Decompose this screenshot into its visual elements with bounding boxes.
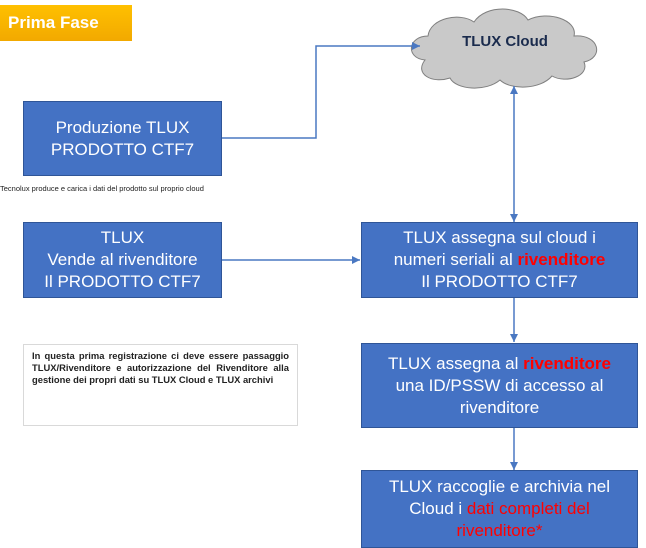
box-produzione-line1: Produzione TLUX [55, 117, 190, 137]
box-id-line3: rivenditore [459, 397, 540, 417]
box-vende-line1: TLUX [100, 228, 145, 247]
box-assegna-id: TLUX assegna al rivenditore una ID/PSSW … [361, 343, 638, 428]
registration-note: In questa prima registrazione ci deve es… [23, 344, 298, 426]
cloud-shape [411, 8, 598, 89]
box-id-line1: TLUX assegna al rivenditore [362, 353, 637, 375]
box-vende-line3: Il PRODOTTO CTF7 [44, 272, 201, 291]
box-assegna-seriali: TLUX assegna sul cloud i numeri seriali … [361, 222, 638, 298]
box-raccoglie-line3: rivenditore* [456, 521, 543, 540]
box-id-line1-text: TLUX assegna al [388, 353, 524, 373]
box-seriali-line2: numeri seriali al rivenditore [362, 249, 637, 271]
box-seriali-line3: Il PRODOTTO CTF7 [421, 272, 578, 291]
box-produzione-line2: PRODOTTO CTF7 [50, 139, 195, 159]
box-seriali-line2-text: numeri seriali al [393, 250, 518, 269]
produzione-caption: Tecnolux produce e carica i dati del pro… [0, 184, 204, 193]
box-raccoglie: TLUX raccoglie e archivia nel Cloud i da… [361, 470, 638, 548]
box-raccoglie-line2-text: Cloud i [409, 499, 467, 518]
box-seriali-highlight: rivenditore [517, 250, 606, 269]
box-id-line2: una ID/PSSW di accesso al [395, 375, 604, 395]
box-raccoglie-line2: Cloud i dati completi del [362, 498, 637, 520]
box-seriali-line1: TLUX assegna sul cloud i [403, 228, 596, 247]
arrow-produzione-to-cloud [222, 42, 420, 139]
box-id-highlight: rivenditore [523, 353, 611, 373]
box-raccoglie-highlight: dati completi del [466, 499, 590, 518]
box-vende: TLUX Vende al rivenditore Il PRODOTTO CT… [23, 222, 222, 298]
box-produzione: Produzione TLUX PRODOTTO CTF7 [23, 101, 222, 176]
box-raccoglie-line1: TLUX raccoglie e archivia nel [388, 477, 611, 496]
cloud-label: TLUX Cloud [462, 33, 548, 50]
box-vende-line2: Vende al rivenditore [47, 250, 198, 269]
phase-badge: Prima Fase [0, 5, 132, 41]
